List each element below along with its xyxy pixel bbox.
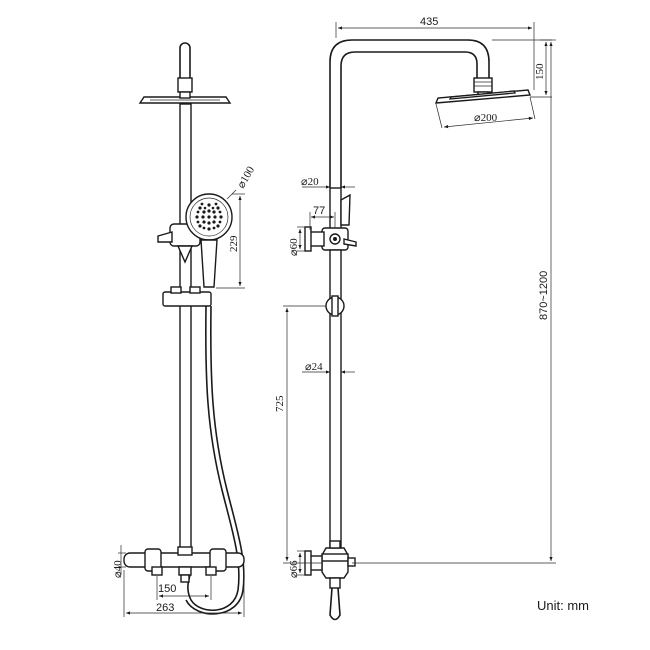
dim-slider-to-valve: 725: [274, 395, 286, 412]
side-dimensions: 435 150 ⌀200 870~1200 ⌀20 77 ⌀60 ⌀24: [274, 16, 556, 578]
front-inlet-left: [151, 566, 163, 576]
front-main-pipe: [179, 103, 192, 553]
dim-head-diameter: ⌀200: [474, 112, 498, 124]
front-slide-bar-holder: [162, 291, 212, 307]
front-top-riser: [179, 42, 191, 88]
dim-total-height: 870~1200: [538, 271, 550, 320]
dim-hand-shower-diameter: ⌀100: [235, 164, 257, 190]
side-thermostatic-valve: [321, 547, 349, 579]
hand-shower-nozzles: [195, 202, 223, 231]
side-view: [304, 39, 532, 621]
side-upper-pipe: [329, 187, 342, 234]
front-dimensions: ⌀100 229 ⌀40 150 263: [112, 164, 257, 617]
side-wall-bracket: [309, 231, 325, 247]
side-arm: [329, 39, 490, 188]
dim-valve-width: 263: [156, 602, 174, 614]
side-hand-shower-hook: [340, 193, 351, 226]
dim-valve-height: ⌀40: [112, 560, 124, 578]
dim-bracket-diameter: ⌀60: [288, 238, 300, 256]
dim-hand-shower-height: 229: [228, 235, 240, 252]
side-bottom-outlet: [329, 577, 341, 589]
front-diverter-lever: [157, 231, 173, 243]
hand-shower-handle: [200, 239, 218, 288]
unit-label: Unit: mm: [537, 598, 589, 613]
front-view: [123, 42, 245, 615]
front-head-connector: [177, 77, 193, 93]
dim-pipe-diameter: ⌀24: [305, 361, 323, 373]
side-main-pipe: [329, 249, 342, 549]
front-inlet-right: [205, 566, 217, 576]
dim-head-height: 150: [534, 63, 546, 80]
dim-bracket-offset: 77: [313, 205, 325, 217]
dim-valve-side-diameter: ⌀66: [288, 560, 300, 578]
dim-inlet-spacing: 150: [158, 583, 176, 595]
side-head-connector: [473, 77, 493, 93]
dim-pipe-top-diameter: ⌀20: [301, 176, 319, 188]
dim-arm-length: 435: [420, 16, 438, 28]
